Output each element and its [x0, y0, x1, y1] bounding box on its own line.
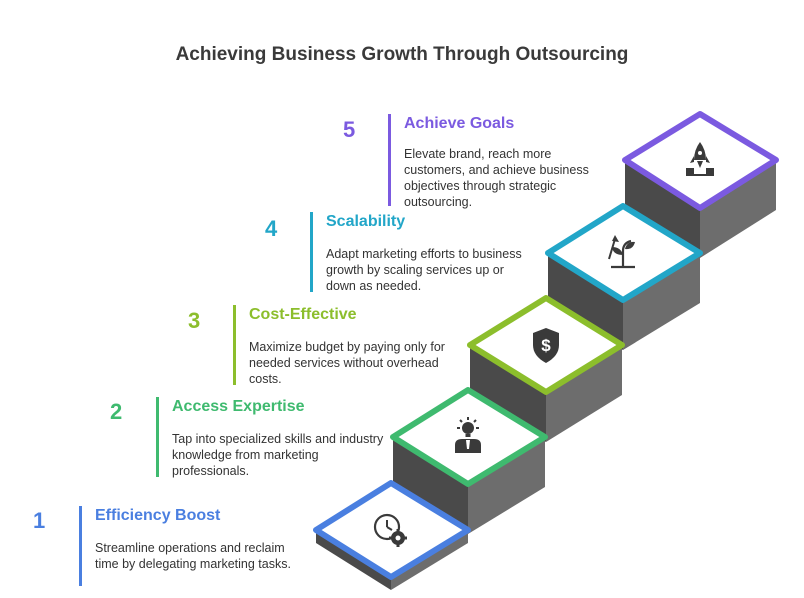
- step-description: Tap into specialized skills and industry…: [172, 432, 384, 478]
- step-divider: [79, 506, 82, 586]
- growing-plant-icon: [608, 235, 635, 269]
- step-divider: [156, 397, 159, 477]
- step-description: Maximize budget by paying only for neede…: [249, 340, 445, 386]
- step-description: Streamline operations and reclaim time b…: [95, 541, 291, 571]
- step-heading: Efficiency Boost: [95, 507, 221, 524]
- step-number: 3: [188, 308, 201, 333]
- step-heading: Access Expertise: [172, 398, 305, 415]
- page-title: Achieving Business Growth Through Outsou…: [175, 44, 629, 65]
- rocket-launch-icon: [686, 142, 714, 176]
- step-divider: [233, 305, 236, 385]
- step-divider: [388, 114, 391, 206]
- svg-text:$: $: [541, 336, 551, 355]
- stair-step-3: [467, 295, 625, 442]
- step-number: 5: [343, 117, 356, 142]
- step-heading: Achieve Goals: [404, 115, 515, 132]
- step-divider: [310, 212, 313, 292]
- expert-lightbulb-icon: [455, 417, 481, 453]
- step-description: Elevate brand, reach more customers, and…: [404, 147, 589, 209]
- step-number: 4: [265, 216, 278, 241]
- step-number: 1: [33, 508, 46, 533]
- dollar-shield-icon: $: [533, 328, 559, 363]
- step-number: 2: [110, 399, 123, 424]
- step-description: Adapt marketing efforts to business grow…: [326, 247, 522, 293]
- step-heading: Scalability: [326, 213, 406, 230]
- step-heading: Cost-Effective: [249, 306, 357, 323]
- clock-gear-icon: [373, 513, 407, 547]
